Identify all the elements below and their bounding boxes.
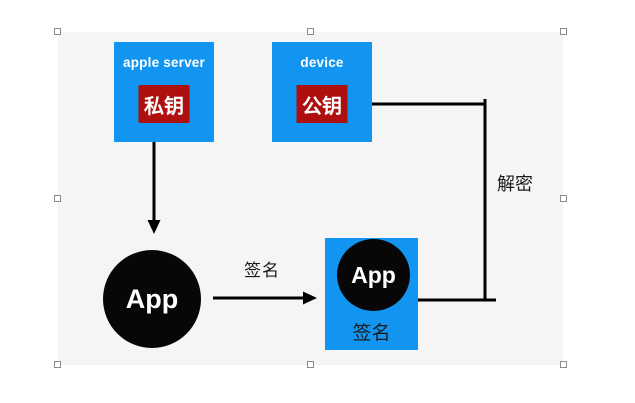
private-key-chip[interactable]: 私钥 <box>138 85 190 123</box>
selection-handle-middle-left[interactable] <box>54 195 61 202</box>
app-circle-label: App <box>125 283 179 314</box>
decrypt-edge-label[interactable]: 解密 <box>497 174 533 194</box>
app-circle[interactable]: App <box>103 250 201 348</box>
arrowhead-right-icon <box>303 291 317 305</box>
selection-handle-top-middle[interactable] <box>307 28 314 35</box>
selection-handle-top-left[interactable] <box>54 28 61 35</box>
sign-edge-label[interactable]: 签名 <box>244 261 280 280</box>
public-key-chip[interactable]: 公钥 <box>296 85 348 123</box>
private-key-label: 私钥 <box>144 95 184 118</box>
selection-handle-bottom-right[interactable] <box>560 361 567 368</box>
apple-server-title: apple server <box>123 55 205 70</box>
signed-app-circle-label: App <box>351 261 396 288</box>
apple-server-box[interactable]: apple server 私钥 <box>114 42 214 142</box>
selection-handle-middle-right[interactable] <box>560 195 567 202</box>
connector-signed-to-publickey[interactable] <box>361 99 496 302</box>
selection-handle-bottom-middle[interactable] <box>307 361 314 368</box>
device-box[interactable]: device 公钥 <box>272 42 372 142</box>
device-title: device <box>300 55 344 70</box>
selection-handle-bottom-left[interactable] <box>54 361 61 368</box>
public-key-label: 公钥 <box>302 95 342 118</box>
signed-app-box[interactable]: App 签名 <box>325 238 418 350</box>
arrowhead-down-icon <box>147 220 161 234</box>
connector-app-to-signed[interactable] <box>213 291 317 305</box>
signed-app-caption: 签名 <box>352 323 391 344</box>
connector-server-to-app[interactable] <box>147 142 161 234</box>
signed-app-circle[interactable]: App <box>337 239 410 311</box>
selection-handle-top-right[interactable] <box>560 28 567 35</box>
